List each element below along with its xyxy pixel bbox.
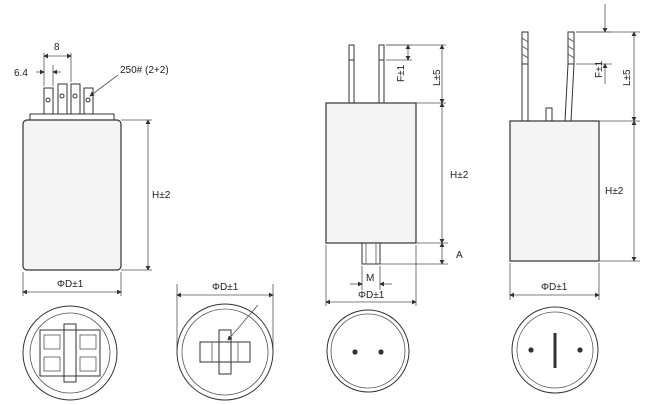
view-4-stranded-wire-capacitor: F±1 L±5 H±2 ΦD±1 (509, 4, 640, 394)
l-label-3: L±5 (432, 69, 443, 86)
view-2-top-view: ΦD±1 (176, 282, 274, 401)
capacitor-body-1 (22, 119, 122, 271)
diameter-label-2: ΦD±1 (212, 282, 239, 293)
height-label-4: H±2 (605, 186, 624, 197)
view-1-terminal-capacitor: 8 6.4 250# (2+2) H±2 ΦD±1 (14, 42, 171, 401)
f-label-4: F±1 (594, 60, 605, 78)
l-label-4: L±5 (622, 69, 633, 86)
f-label-3: F±1 (396, 64, 407, 82)
view-3-wire-lead-capacitor: F±1 L±5 H±2 A M ΦD±1 (325, 44, 469, 393)
top-view-3 (326, 309, 410, 393)
top-view-1 (22, 305, 118, 401)
a-label-3: A (456, 250, 463, 261)
terminal-type-label: 250# (2+2) (120, 65, 169, 76)
dim-pitch-label: 8 (54, 42, 60, 53)
top-view-4 (511, 306, 599, 394)
height-label-1: H±2 (152, 190, 171, 201)
diameter-label-4: ΦD±1 (541, 282, 568, 293)
capacitor-body-3 (325, 102, 417, 244)
diameter-label-3: ΦD±1 (358, 290, 385, 301)
quick-connect-terminals (43, 83, 94, 115)
dim-tab-width-label: 6.4 (14, 68, 28, 79)
capacitor-body-4 (509, 120, 600, 262)
diameter-label-1: ΦD±1 (57, 279, 84, 290)
m-label-3: M (366, 273, 374, 284)
height-label-3: H±2 (450, 170, 469, 181)
